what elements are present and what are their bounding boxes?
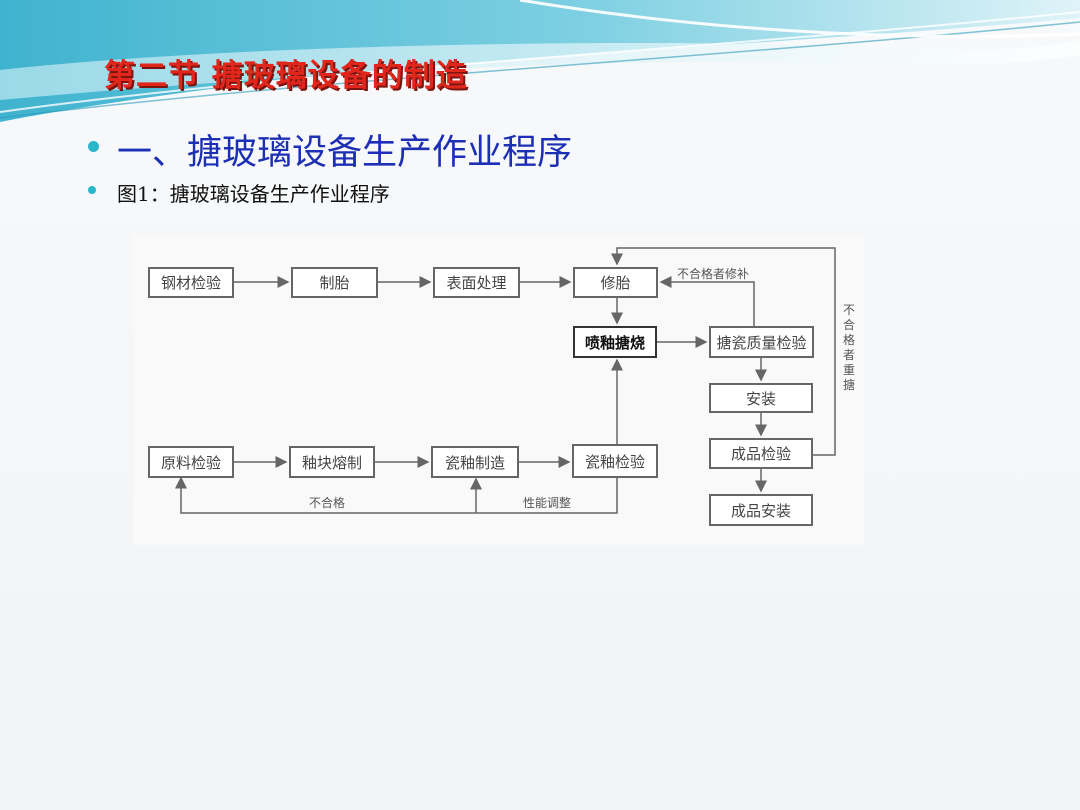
process-flowchart: 钢材检验 制胎 表面处理 修胎 喷釉搪烧 搪瓷质量检验 安装 成品检验 成品安装… — [133, 235, 864, 545]
slide-title: 第二节 搪玻璃设备的制造 — [104, 50, 468, 95]
note-perf-adjust: 性能调整 — [523, 494, 571, 511]
note-fail-repair: 不合格者修补 — [677, 265, 749, 282]
node-product-inspect: 成品检验 — [709, 438, 813, 469]
node-spray-fire: 喷釉搪烧 — [573, 326, 657, 358]
note-fail: 不合格 — [309, 494, 345, 511]
node-steel-inspect: 钢材检验 — [148, 267, 234, 298]
node-product-install: 成品安装 — [709, 494, 813, 526]
node-make-blank: 制胎 — [291, 267, 378, 298]
node-porcelain-inspect: 瓷釉检验 — [572, 444, 658, 478]
node-glaze-melt: 釉块熔制 — [289, 446, 375, 478]
node-install: 安装 — [709, 383, 813, 413]
figure-caption: 图1：搪玻璃设备生产作业程序 — [117, 178, 390, 207]
bullet-icon — [88, 141, 99, 152]
note-fail-redo: 不合格者重搪 — [842, 303, 856, 393]
node-porcelain-make: 瓷釉制造 — [431, 446, 519, 478]
bullet-icon — [88, 186, 96, 194]
node-repair-blank: 修胎 — [573, 267, 658, 298]
node-enamel-quality: 搪瓷质量检验 — [709, 326, 814, 358]
node-surface-treat: 表面处理 — [433, 267, 520, 298]
node-raw-inspect: 原料检验 — [148, 446, 234, 478]
section-heading: 一、搪玻璃设备生产作业程序 — [117, 124, 572, 175]
